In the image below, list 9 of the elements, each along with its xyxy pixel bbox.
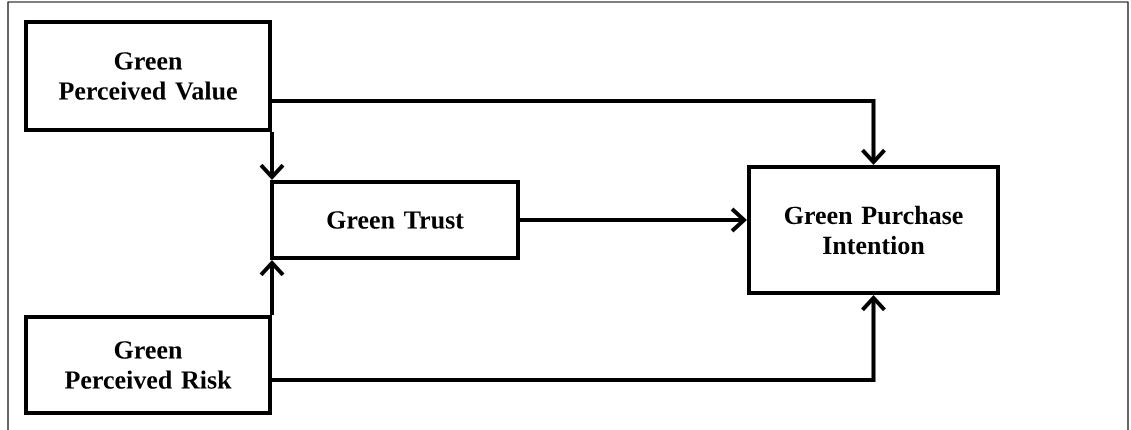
concept-box: Green Perceived Risk <box>24 315 272 415</box>
arrow <box>259 132 285 180</box>
arrow <box>259 260 285 315</box>
arrow <box>272 295 886 382</box>
arrow <box>272 99 886 165</box>
concept-box: Green Perceived Value <box>24 20 272 132</box>
arrow <box>520 207 747 233</box>
concept-box: Green Trust <box>270 180 520 260</box>
concept-box: Green Purchase Intention <box>747 165 1000 295</box>
